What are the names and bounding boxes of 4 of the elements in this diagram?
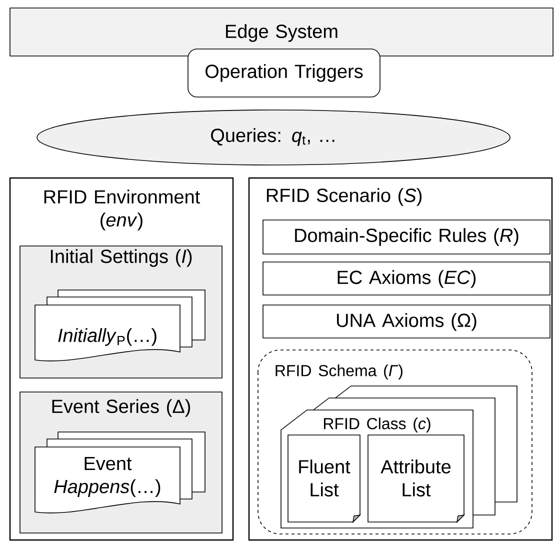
document-stack: Initially$_{P}$(…) xyxy=(34,290,206,362)
system-band: Edge System xyxy=(10,8,554,56)
trigger-box: Operation Triggers xyxy=(188,48,380,98)
document-stack: Event Happens(…) xyxy=(34,432,206,514)
